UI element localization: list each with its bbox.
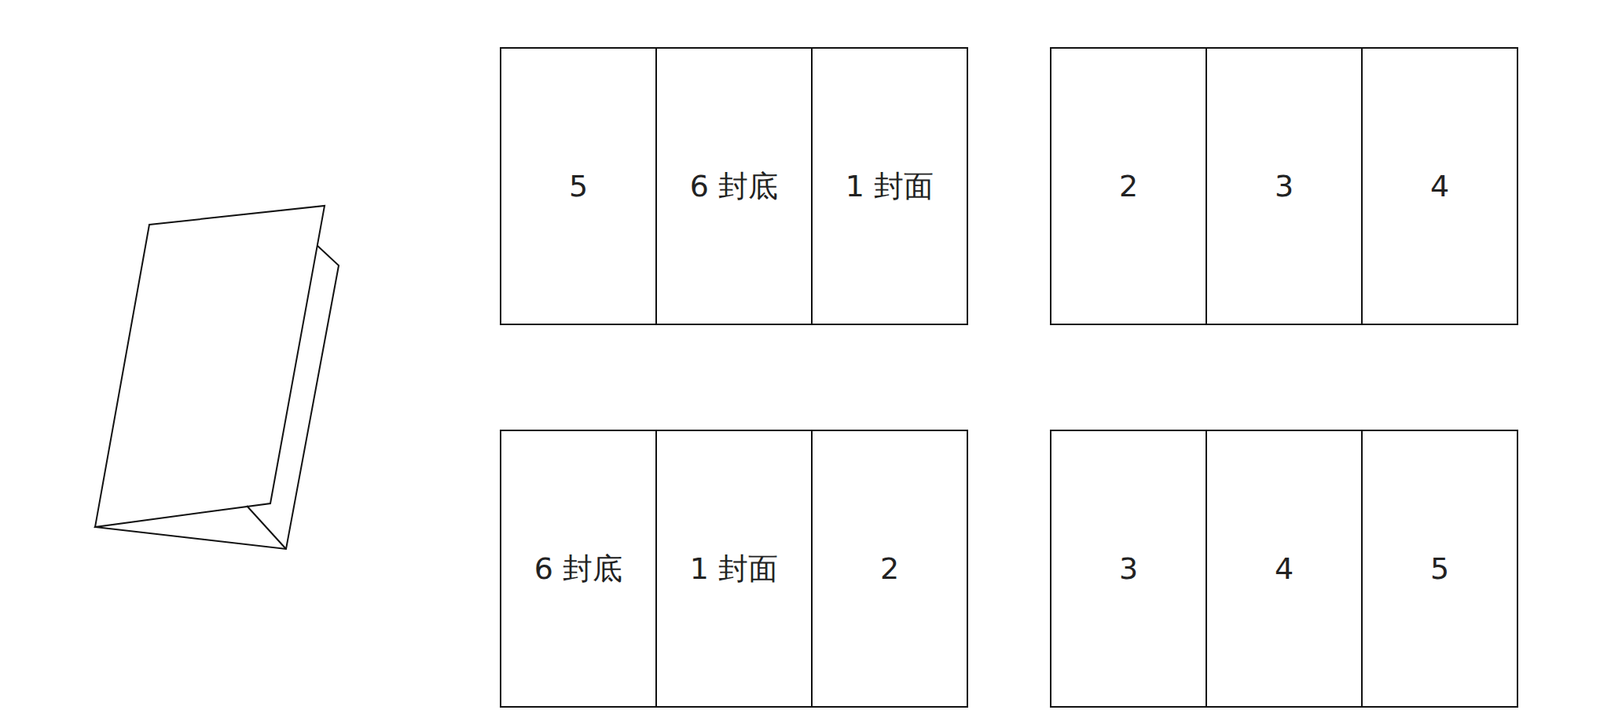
page-panel: 2 [1049, 47, 1208, 326]
page-number: 4 [1430, 168, 1450, 204]
fold-edge [246, 506, 287, 550]
page-panel: 3 [1205, 47, 1363, 326]
page-panel: 5 [1361, 429, 1519, 709]
page-number: 3 [1274, 168, 1294, 204]
page-number: 1 封面 [689, 549, 778, 590]
page-panel: 4 [1205, 429, 1363, 709]
page-panel: 6 封底 [655, 47, 813, 326]
page-number: 5 [1430, 551, 1450, 587]
page-panel: 1 封面 [811, 47, 969, 326]
page-panel: 1 封面 [655, 429, 813, 709]
page-panel: 5 [499, 47, 657, 326]
page-number: 2 [880, 551, 900, 587]
page-number: 4 [1274, 551, 1294, 587]
page-number: 2 [1119, 168, 1138, 204]
page-number: 6 封底 [689, 166, 778, 207]
page-number: 5 [568, 168, 588, 204]
page-panel: 6 封底 [499, 429, 657, 709]
page-number: 6 封底 [534, 549, 623, 590]
page-panel: 3 [1049, 429, 1208, 709]
page-panel: 4 [1361, 47, 1519, 326]
page-number: 3 [1119, 551, 1138, 587]
front-panel [95, 205, 325, 528]
page-panel: 2 [811, 429, 969, 709]
page-number: 1 封面 [845, 166, 934, 207]
